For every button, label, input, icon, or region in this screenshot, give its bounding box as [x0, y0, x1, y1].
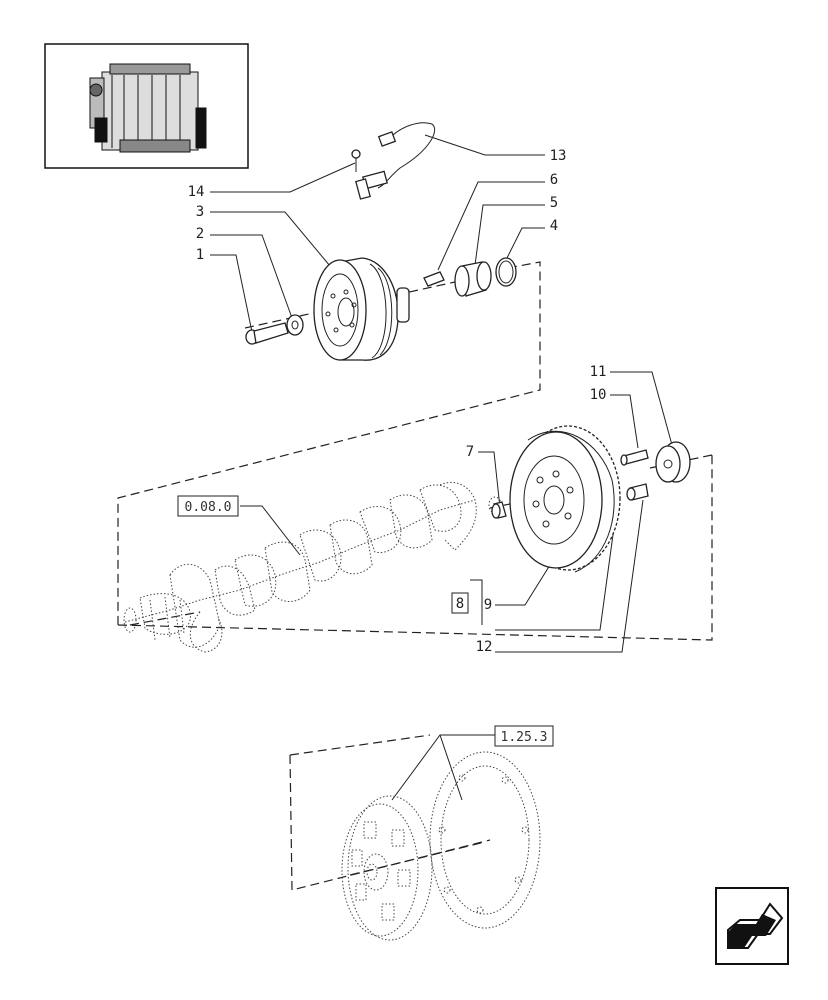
callout-13: 13 — [550, 148, 567, 164]
ref-box-clutch[interactable]: 1.25.3 — [494, 725, 554, 747]
callout-labels: 13 6 14 5 3 4 2 1 11 10 7 9 12 — [188, 148, 607, 655]
back-arrow-icon[interactable] — [715, 887, 789, 965]
clutch-assembly-part — [341, 751, 541, 941]
ref-box-crankshaft[interactable]: 0.08.0 — [177, 495, 239, 517]
callout-14: 14 — [188, 184, 205, 200]
plug-part — [491, 501, 507, 519]
bolt-part — [245, 322, 289, 345]
engine-thumbnail-icon[interactable] — [44, 43, 249, 169]
ref-box-8[interactable]: 8 — [451, 592, 469, 614]
svg-text:8: 8 — [456, 596, 464, 612]
speed-sensor-part — [355, 122, 436, 200]
callout-10: 10 — [590, 387, 607, 403]
flywheel-bolt-part — [620, 449, 649, 466]
svg-text:1.25.3: 1.25.3 — [501, 730, 548, 745]
washer-part — [286, 314, 304, 336]
callout-5: 5 — [550, 195, 558, 211]
callout-7: 7 — [466, 444, 474, 460]
callout-1: 1 — [196, 247, 204, 263]
callout-11: 11 — [590, 364, 607, 380]
o-ring-part — [495, 257, 517, 287]
leader-lines — [210, 134, 673, 801]
pulley-part — [313, 257, 410, 361]
callout-9: 9 — [484, 597, 492, 613]
assembly-boundaries — [117, 261, 713, 891]
flywheel-part — [509, 425, 621, 573]
callout-6: 6 — [550, 172, 558, 188]
plate-part — [655, 441, 691, 483]
key-part — [423, 271, 445, 287]
dowel-part — [626, 483, 649, 501]
callout-2: 2 — [196, 226, 204, 242]
screw-part — [351, 149, 361, 172]
sleeve-part — [454, 261, 492, 297]
svg-text:0.08.0: 0.08.0 — [185, 500, 232, 515]
callout-12: 12 — [476, 639, 493, 655]
callout-3: 3 — [196, 204, 204, 220]
callout-4: 4 — [550, 218, 558, 234]
crankshaft-part — [123, 481, 502, 653]
